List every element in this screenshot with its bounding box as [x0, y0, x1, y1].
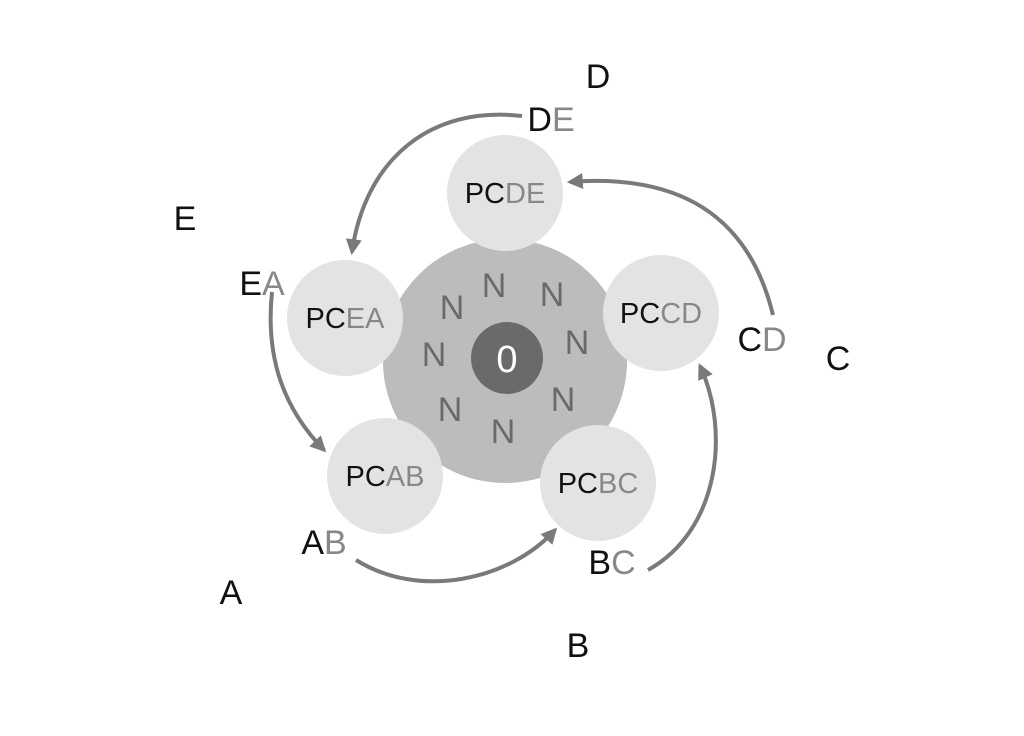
edge-label-ab: AB [301, 524, 346, 562]
edge-label-bc: BC [588, 544, 635, 582]
pc-node-cd: PCCD [603, 255, 719, 371]
neighbor-label: N [438, 391, 463, 429]
pc-node-label: PCEA [306, 303, 386, 335]
arrow-cd-to-de [566, 173, 775, 316]
neighbor-label: N [540, 276, 565, 314]
arrow-ab-to-bc [354, 527, 558, 584]
neighbor-label: N [482, 267, 507, 305]
pc-node-label: PCCD [620, 298, 702, 330]
arrow-de-to-ea [345, 112, 523, 256]
neighbor-label: N [440, 289, 465, 327]
arrow-ea-to-ab [268, 291, 327, 453]
pc-node-bc: PCBC [540, 425, 656, 541]
edge-label-cd: CD [737, 321, 786, 359]
pc-node-label: PCBC [558, 468, 639, 500]
vertex-label-e: E [174, 200, 197, 238]
neighbor-label: N [565, 324, 590, 362]
vertex-label-b: B [567, 627, 590, 665]
core-node [471, 322, 543, 394]
edge-label-de: DE [527, 101, 574, 139]
pc-node-label: PCDE [465, 178, 546, 210]
pc-node-de: PCDE [447, 135, 563, 251]
vertex-label-a: A [220, 574, 243, 612]
neighbor-label: N [491, 413, 516, 451]
edge-label-ea: EA [239, 265, 285, 303]
vertex-label-c: C [826, 340, 851, 378]
pc-node-ab: PCAB [327, 418, 443, 534]
neighbor-label: N [422, 336, 447, 374]
pc-node-ea: PCEA [287, 260, 403, 376]
pc-node-label: PCAB [346, 461, 425, 493]
vertex-label-d: D [586, 58, 611, 96]
neighbor-label: N [551, 381, 576, 419]
arrow-bc-to-cd [647, 363, 718, 572]
core-label: 0 [496, 339, 517, 381]
